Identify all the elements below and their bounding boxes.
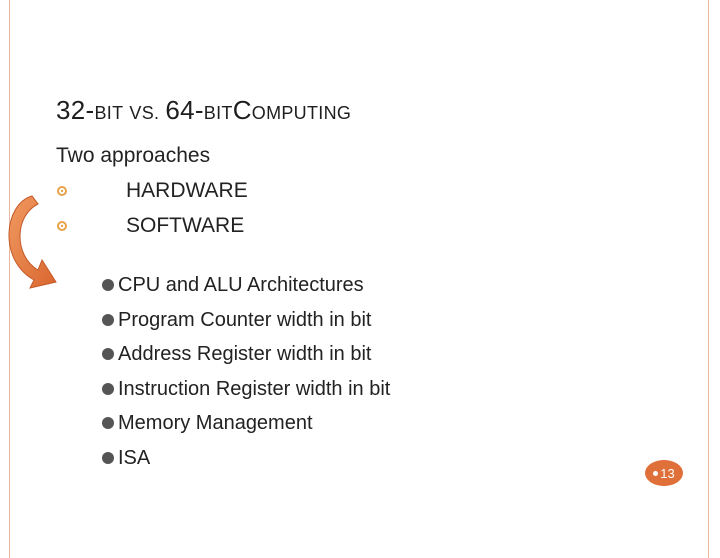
ring-bullet-icon <box>57 221 67 231</box>
dot-icon <box>653 470 659 476</box>
title-part-c: C <box>232 95 252 125</box>
list-item: CPU and ALU Architectures <box>102 268 390 303</box>
title-part-32: 32- <box>56 95 95 125</box>
slide-frame <box>9 0 709 558</box>
approach-label: SOFTWARE <box>126 214 245 237</box>
feature-label: CPU and ALU Architectures <box>118 274 364 296</box>
feature-label: Address Register width in bit <box>118 343 372 365</box>
list-item: Memory Management <box>102 406 390 441</box>
curved-arrow-icon <box>8 195 57 289</box>
dot-icon <box>102 313 114 326</box>
title-part-64: 64- <box>165 95 204 125</box>
approach-label: HARDWARE <box>126 179 248 202</box>
ring-bullet-icon <box>57 186 67 196</box>
list-item: Instruction Register width in bit <box>102 372 390 407</box>
approach-item-software: SOFTWARE <box>56 214 244 238</box>
feature-label: Memory Management <box>118 412 313 434</box>
page-number-badge: 13 <box>645 460 683 486</box>
title-part-bit-2: BIT <box>203 103 233 123</box>
list-item: Address Register width in bit <box>102 337 390 372</box>
dot-icon <box>102 348 114 361</box>
list-item: ISA <box>102 441 390 476</box>
title-part-vs: VS. <box>129 103 160 123</box>
title-part-omputing: OMPUTING <box>251 103 352 123</box>
list-item: Program Counter width in bit <box>102 303 390 338</box>
title-part-bit-1: BIT <box>94 103 124 123</box>
feature-label: Program Counter width in bit <box>118 308 372 331</box>
feature-label: Instruction Register width in bit <box>118 377 391 400</box>
feature-label: ISA <box>118 446 151 469</box>
dot-icon <box>102 451 114 464</box>
dot-icon <box>102 417 114 430</box>
approach-item-hardware: HARDWARE <box>56 179 248 203</box>
feature-list: CPU and ALU Architectures Program Counte… <box>102 268 390 475</box>
page-number: 13 <box>660 465 675 481</box>
intro-text: Two approaches <box>56 144 211 167</box>
dot-icon <box>102 279 114 292</box>
dot-icon <box>102 382 114 395</box>
